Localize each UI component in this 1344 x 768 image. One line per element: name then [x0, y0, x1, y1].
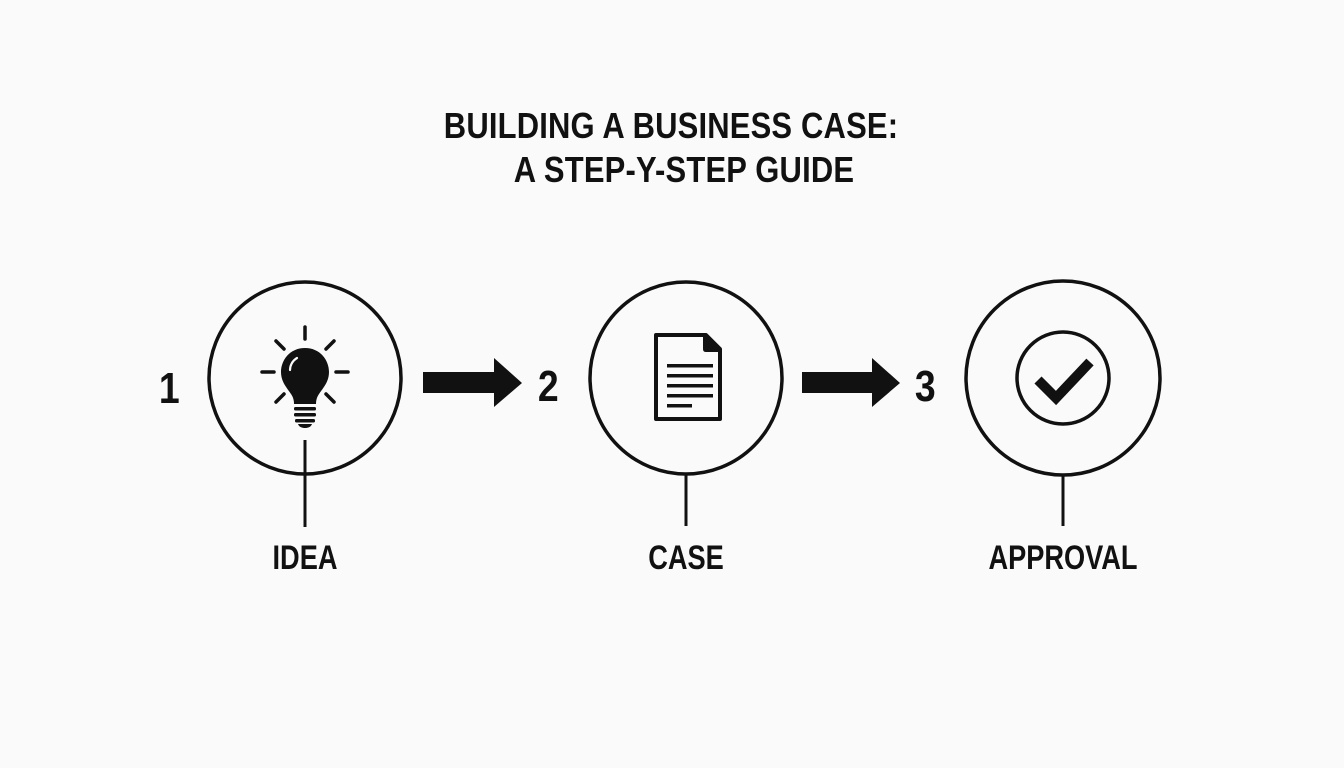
title-line-2: A STEP-Y-STEP GUIDE	[513, 149, 855, 190]
step-3-node	[964, 279, 1162, 526]
step-2-label: CASE	[648, 539, 724, 577]
step-2-circle	[588, 280, 784, 476]
arrow-right-icon	[423, 358, 522, 407]
step-1-label: IDEA	[272, 539, 338, 577]
arrow-right-icon	[802, 358, 900, 407]
step-1-node	[207, 280, 403, 527]
step-2-number: 2	[537, 362, 559, 411]
step-2-node	[588, 280, 784, 526]
step-3-number: 3	[914, 362, 936, 411]
lightbulb-icon	[260, 325, 350, 428]
step-3-circle	[964, 279, 1162, 477]
document-icon	[654, 333, 722, 421]
step-1-number: 1	[158, 364, 180, 413]
title-line-1: BUILDING A BUSINESS CASE:	[443, 105, 899, 146]
step-3-label: APPROVAL	[988, 539, 1138, 577]
checkmark-circle-icon	[1015, 330, 1111, 426]
